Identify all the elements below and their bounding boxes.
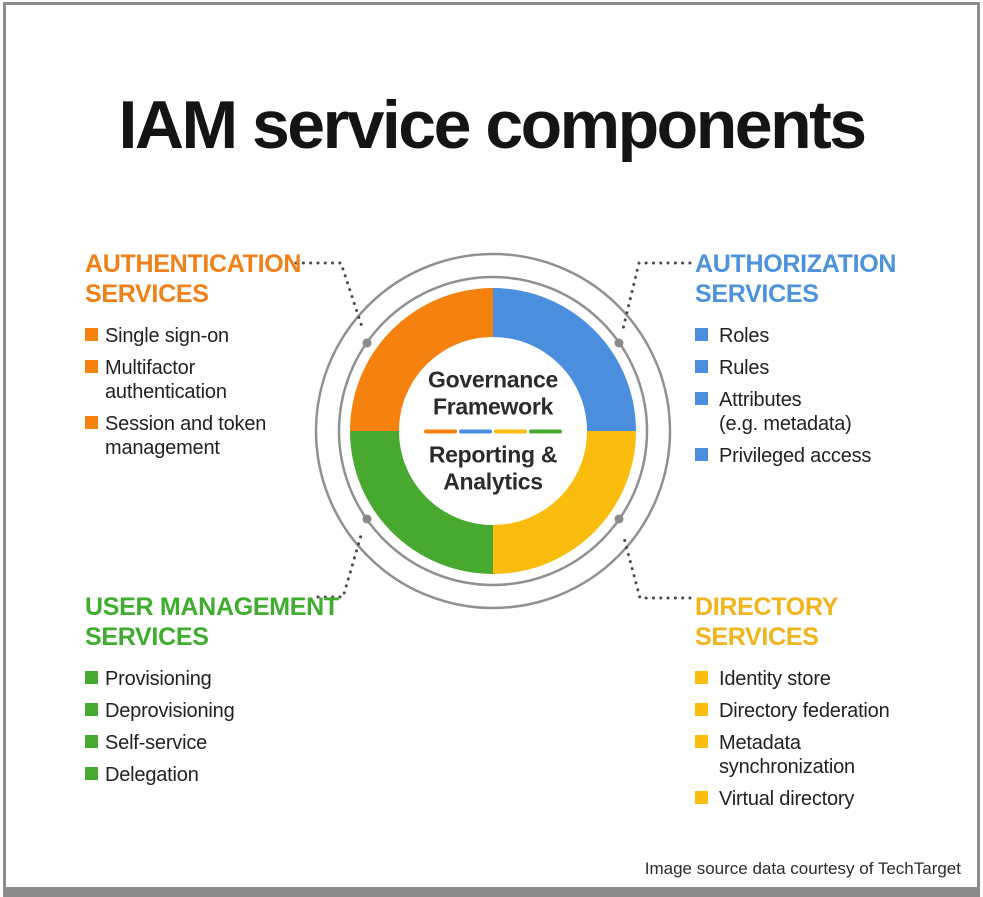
list-item: Deprovisioning bbox=[85, 699, 350, 723]
divider-segment bbox=[459, 429, 492, 434]
center-divider bbox=[388, 429, 598, 434]
list-item-label: Roles bbox=[719, 325, 770, 347]
ring-dot-se bbox=[614, 514, 624, 524]
divider-segment bbox=[529, 429, 562, 434]
list-item: Privileged access bbox=[695, 444, 910, 468]
square-bullet-icon bbox=[695, 448, 708, 461]
list-item-label: Directory federation bbox=[719, 700, 890, 722]
list-item: Attributes(e.g. metadata) bbox=[695, 388, 910, 436]
list-item: Directory federation bbox=[695, 699, 930, 723]
list-item-label: Identity store bbox=[719, 668, 831, 690]
ring-dot-ne bbox=[614, 338, 624, 348]
square-bullet-icon bbox=[695, 328, 708, 341]
list-item-label: Privileged access bbox=[719, 445, 872, 467]
list-item-label: Provisioning bbox=[105, 668, 212, 690]
authentication-quadrant bbox=[350, 288, 493, 431]
outer-ring-circle bbox=[314, 252, 672, 610]
directory-quadrant bbox=[493, 431, 636, 574]
ring-dot-sw bbox=[362, 514, 372, 524]
connector-directory bbox=[622, 536, 692, 600]
square-bullet-icon bbox=[695, 791, 708, 804]
square-bullet-icon bbox=[695, 671, 708, 684]
square-bullet-icon bbox=[85, 328, 98, 341]
list-item-label: Attributes(e.g. metadata) bbox=[719, 389, 852, 435]
infographic-card: IAM service components Governance Framew… bbox=[3, 2, 980, 897]
list-item: Rules bbox=[695, 356, 910, 380]
list-item-label: Deprovisioning bbox=[105, 700, 235, 722]
reporting-analytics-label: Reporting & Analytics bbox=[428, 441, 558, 495]
square-bullet-icon bbox=[85, 360, 98, 373]
square-bullet-icon bbox=[85, 416, 98, 429]
connector-authentication bbox=[294, 261, 364, 329]
square-bullet-icon bbox=[695, 735, 708, 748]
list-item: Provisioning bbox=[85, 667, 350, 691]
list-item: Identity store bbox=[695, 667, 930, 691]
user-management-quadrant bbox=[350, 431, 493, 574]
list-item-label: Virtual directory bbox=[719, 788, 855, 810]
list-item: Delegation bbox=[85, 763, 350, 787]
list-item-label: Self-service bbox=[105, 732, 208, 754]
inner-ring-circle bbox=[337, 275, 649, 587]
authorization-quadrant bbox=[493, 288, 636, 431]
square-bullet-icon bbox=[85, 703, 98, 716]
page-title: IAM service components bbox=[118, 87, 867, 163]
connector-user-management bbox=[316, 530, 364, 599]
list-item: Single sign-on bbox=[85, 324, 310, 348]
divider-segment bbox=[494, 429, 527, 434]
list-item: Virtual directory bbox=[695, 787, 930, 811]
donut-center-label: Governance Framework Reporting & Analyti… bbox=[388, 367, 598, 496]
ring-dot-nw bbox=[362, 338, 372, 348]
divider-segment bbox=[424, 429, 457, 434]
square-bullet-icon bbox=[85, 671, 98, 684]
list-item: Self-service bbox=[85, 731, 350, 755]
list-item-label: Rules bbox=[719, 357, 770, 379]
governance-framework-label: Governance Framework bbox=[428, 366, 558, 420]
square-bullet-icon bbox=[85, 767, 98, 780]
square-bullet-icon bbox=[85, 735, 98, 748]
square-bullet-icon bbox=[695, 392, 708, 405]
image-credit: Image source data courtesy of TechTarget bbox=[644, 859, 961, 878]
list-item-label: Delegation bbox=[105, 764, 199, 786]
square-bullet-icon bbox=[695, 703, 708, 716]
connector-authorization bbox=[621, 261, 692, 331]
list-item: Roles bbox=[695, 324, 910, 348]
square-bullet-icon bbox=[695, 360, 708, 373]
donut-diagram bbox=[294, 252, 692, 610]
list-item-label: Single sign-on bbox=[105, 325, 229, 347]
